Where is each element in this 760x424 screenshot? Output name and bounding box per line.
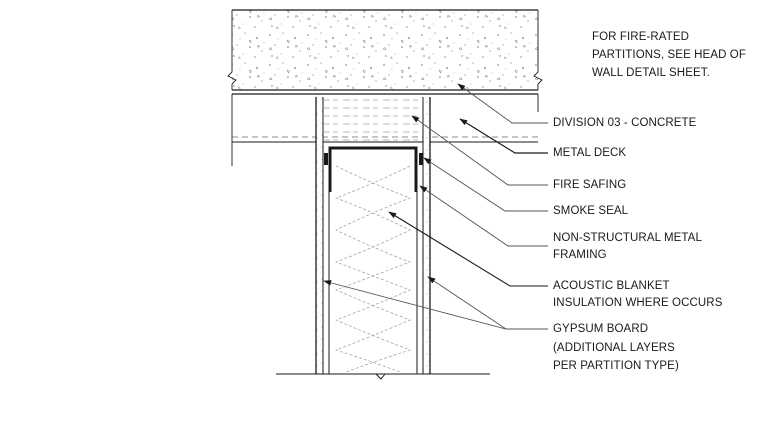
label-gypsum-line-2: (ADDITIONAL LAYERS [553, 342, 675, 354]
note-line-1: FOR FIRE-RATED [592, 31, 690, 43]
leader-lines [323, 83, 548, 330]
label-concrete: DIVISION 03 - CONCRETE [553, 117, 697, 129]
label-gypsum-line-3: PER PARTITION TYPE) [553, 360, 679, 372]
label-metal-deck: METAL DECK [553, 147, 627, 159]
label-smoke-seal: SMOKE SEAL [553, 205, 629, 217]
fire-safing [324, 97, 422, 141]
concrete-slab [227, 9, 543, 91]
note-line-2: PARTITIONS, SEE HEAD OF [592, 49, 746, 61]
metal-deck [231, 93, 539, 166]
label-insulation-line-1: ACOUSTIC BLANKET [553, 280, 670, 292]
label-framing-line-2: FRAMING [553, 249, 607, 261]
label-fire-safing: FIRE SAFING [553, 179, 627, 191]
note-line-3: WALL DETAIL SHEET. [592, 67, 710, 79]
acoustic-insulation [334, 165, 412, 373]
label-insulation-line-2: INSULATION WHERE OCCURS [553, 297, 723, 309]
label-framing-line-1: NON-STRUCTURAL METAL [553, 232, 702, 244]
label-gypsum-line-1: GYPSUM BOARD [553, 323, 649, 335]
